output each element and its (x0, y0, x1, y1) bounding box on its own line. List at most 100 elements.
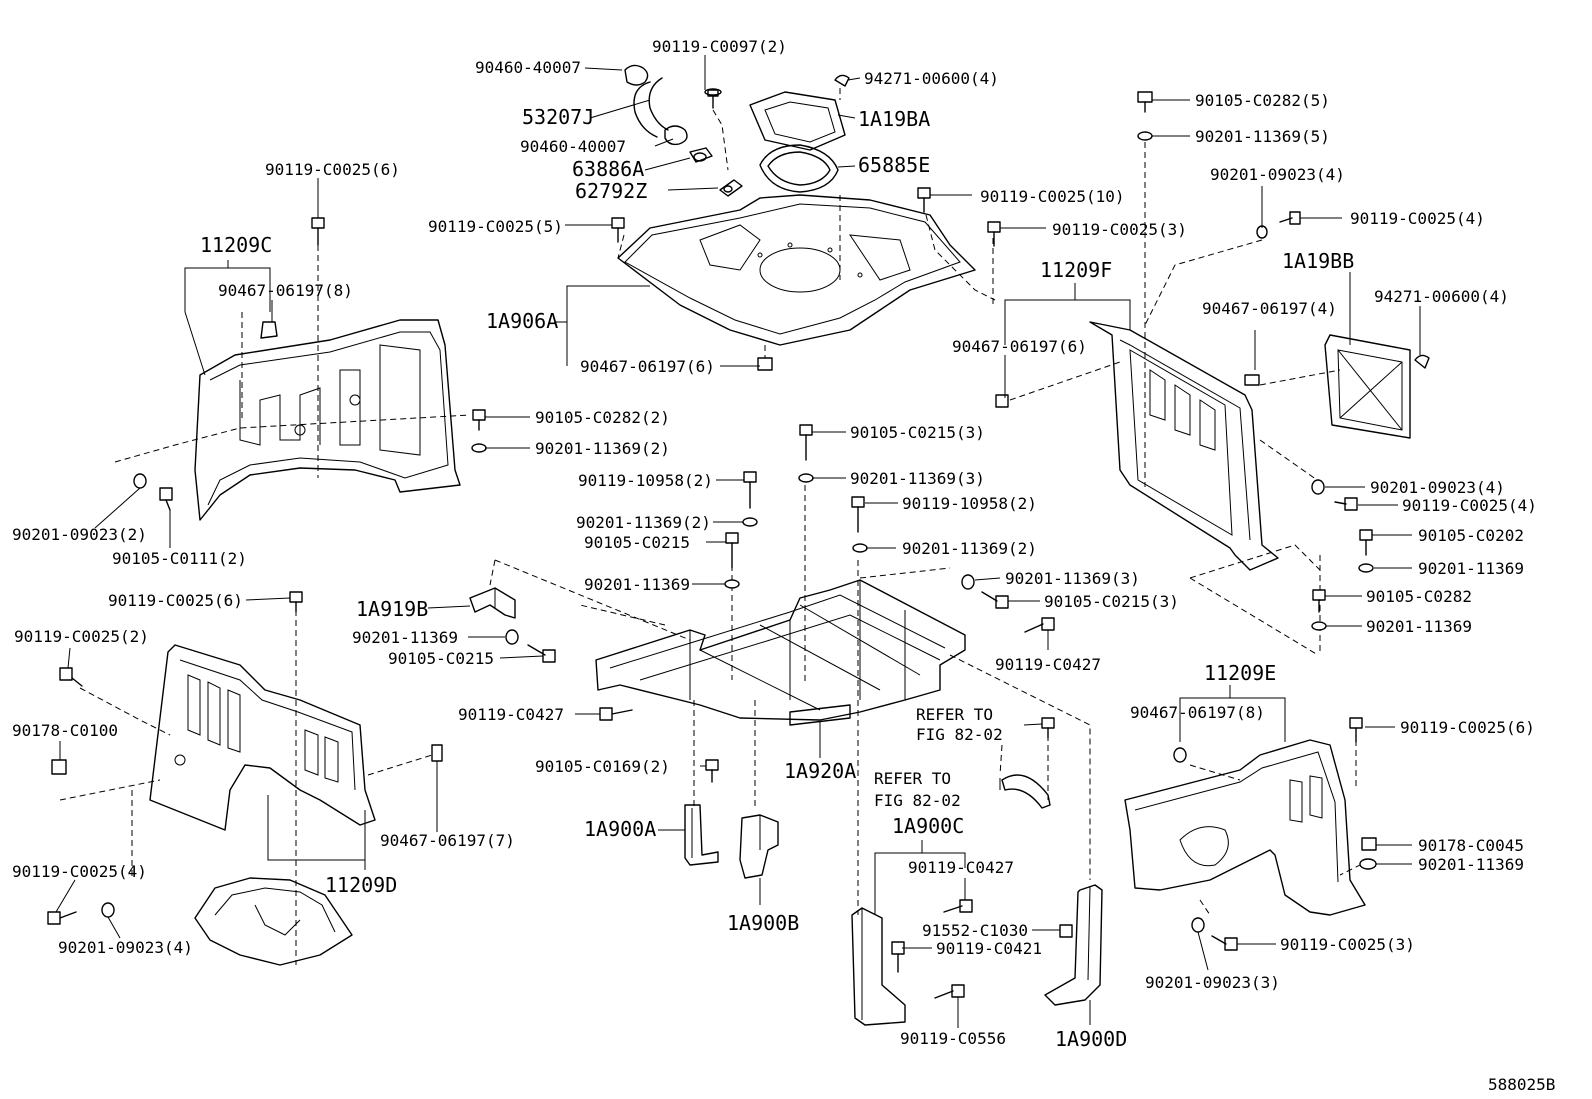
bracket-1a900c-drawing (851, 880, 906, 1026)
label-90105-c0111-2: 90105-C0111(2) (112, 549, 247, 568)
label-90105-c0215-3-right: 90105-C0215(3) (1044, 592, 1179, 611)
label-90119-c0025-6-lower-left: 90119-C0025(6) (108, 591, 243, 610)
label-90119-c0025-3-top: 90119-C0025(3) (1052, 220, 1187, 239)
label-90119-c0025-10: 90119-C0025(10) (980, 187, 1125, 206)
bracket-1a900b-drawing (739, 814, 779, 879)
label-90105-c0282: 90105-C0282 (1366, 587, 1472, 606)
label-91552-c1030: 91552-C1030 (922, 921, 1028, 940)
frame-1a920a-drawing (489, 485, 1091, 880)
label-90105-c0282-5: 90105-C0282(5) (1195, 91, 1330, 110)
label-90201-11369-3-top: 90201-11369(3) (850, 469, 985, 488)
label-90119-c0025-5: 90119-C0025(5) (428, 217, 563, 236)
label-1a919b: 1A919B (356, 597, 428, 621)
label-90201-11369-bracket: 90201-11369 (352, 628, 458, 647)
hose-assembly-drawing (624, 64, 743, 197)
seal-65885e-drawing (759, 144, 839, 193)
label-90119-10958-2-left: 90119-10958(2) (578, 471, 713, 490)
label-90201-11369-lower-right: 90201-11369 (1418, 855, 1524, 874)
part-labels: 90460-40007 90119-C0097(2) 94271-00600(4… (12, 37, 1555, 1094)
diagram-id: 588025B (1488, 1075, 1555, 1094)
leader-lines (55, 55, 1421, 1028)
label-90119-c0025-6-upper-left: 90119-C0025(6) (265, 160, 400, 179)
panel-11209c-drawing (114, 245, 471, 521)
bracket-1a900a-drawing (684, 804, 719, 866)
label-90201-11369-right-b: 90201-11369 (1366, 617, 1472, 636)
bracket-1a900d-drawing (1044, 884, 1103, 1006)
label-90119-c0427-right: 90119-C0427 (995, 655, 1101, 674)
cover-plate-1a19ba-drawing (749, 74, 850, 151)
refer-fig-hardware-drawing (999, 735, 1051, 809)
label-90201-09023-4-lower-left: 90201-09023(4) (58, 938, 193, 957)
label-90105-c0169-2: 90105-C0169(2) (535, 757, 670, 776)
label-1a900c: 1A900C (892, 814, 964, 838)
label-90119-10958-2-right: 90119-10958(2) (902, 494, 1037, 513)
label-90201-09023-4-right: 90201-09023(4) (1370, 478, 1505, 497)
label-90178-c0045: 90178-C0045 (1418, 836, 1524, 855)
label-1a920a: 1A920A (784, 759, 856, 783)
label-90119-c0025-4-top: 90119-C0025(4) (1350, 209, 1485, 228)
label-90467-06197-8-left: 90467-06197(8) (218, 281, 353, 300)
label-90467-06197-6-center: 90467-06197(6) (580, 357, 715, 376)
label-1a906a: 1A906A (486, 309, 558, 333)
label-90467-06197-4: 90467-06197(4) (1202, 299, 1337, 318)
label-90119-c0097: 90119-C0097(2) (652, 37, 787, 56)
label-90119-c0025-3-lower: 90119-C0025(3) (1280, 935, 1415, 954)
label-90105-c0282-2: 90105-C0282(2) (535, 408, 670, 427)
label-90201-09023-4-top: 90201-09023(4) (1210, 165, 1345, 184)
panel-11209f-drawing (1009, 142, 1321, 656)
label-90201-11369-3-right: 90201-11369(3) (1005, 569, 1140, 588)
label-refer-to-b: REFER TO (874, 769, 951, 788)
label-90201-11369-2-right: 90201-11369(2) (902, 539, 1037, 558)
label-90467-06197-6-right: 90467-06197(6) (952, 337, 1087, 356)
label-refer-to-a: REFER TO (916, 705, 993, 724)
label-90119-c0427-center: 90119-C0427 (458, 705, 564, 724)
label-90201-11369-5: 90201-11369(5) (1195, 127, 1330, 146)
fasteners (47, 91, 1377, 999)
label-90119-c0025-4-right: 90119-C0025(4) (1402, 496, 1537, 515)
label-fig-82-02-b: FIG 82-02 (874, 791, 961, 810)
label-90201-11369-2-left: 90201-11369(2) (535, 439, 670, 458)
label-90105-c0215-bracket: 90105-C0215 (388, 649, 494, 668)
label-94271-00600-top: 94271-00600(4) (864, 69, 999, 88)
label-62792z: 62792Z (575, 179, 647, 203)
label-1a19bb: 1A19BB (1282, 249, 1354, 273)
label-53207j: 53207J (522, 105, 594, 129)
label-90119-c0025-2: 90119-C0025(2) (14, 627, 149, 646)
label-90119-c0556: 90119-C0556 (900, 1029, 1006, 1048)
label-11209d: 11209D (325, 873, 397, 897)
label-90105-c0202: 90105-C0202 (1418, 526, 1524, 545)
label-90105-c0215-3-top: 90105-C0215(3) (850, 423, 985, 442)
label-90467-06197-7: 90467-06197(7) (380, 831, 515, 850)
label-90201-11369-center: 90201-11369 (584, 575, 690, 594)
label-90460-40007-mid: 90460-40007 (520, 137, 626, 156)
label-1a19ba: 1A19BA (858, 107, 930, 131)
label-1a900d: 1A900D (1055, 1027, 1127, 1051)
cover-plate-1a19bb-drawing (1244, 334, 1430, 439)
label-90119-c0025-6-right: 90119-C0025(6) (1400, 718, 1535, 737)
label-fig-82-02-a: FIG 82-02 (916, 725, 1003, 744)
label-90119-c0421: 90119-C0421 (936, 939, 1042, 958)
label-11209c: 11209C (200, 233, 272, 257)
label-90201-09023-3: 90201-09023(3) (1145, 973, 1280, 992)
label-90178-c0100: 90178-C0100 (12, 721, 118, 740)
label-90105-c0215-center: 90105-C0215 (584, 533, 690, 552)
label-90119-c0025-4-lower-left: 90119-C0025(4) (12, 862, 147, 881)
label-90201-09023-2: 90201-09023(2) (12, 525, 147, 544)
label-11209f: 11209F (1040, 258, 1112, 282)
label-90201-11369-2-center: 90201-11369(2) (576, 513, 711, 532)
label-94271-00600-right: 94271-00600(4) (1374, 287, 1509, 306)
label-63886a: 63886A (572, 157, 644, 181)
floor-pan-1a906a-drawing (617, 194, 996, 368)
label-1a900b: 1A900B (727, 911, 799, 935)
label-65885e: 65885E (858, 153, 930, 177)
label-11209e: 11209E (1204, 661, 1276, 685)
label-90201-11369-right-a: 90201-11369 (1418, 559, 1524, 578)
bracket-1a919b-drawing (469, 587, 516, 619)
label-90460-40007-top: 90460-40007 (475, 58, 581, 77)
label-90467-06197-8-right: 90467-06197(8) (1130, 703, 1265, 722)
label-90119-c0427-lower: 90119-C0427 (908, 858, 1014, 877)
label-1a900a: 1A900A (584, 817, 656, 841)
panel-11209d-drawing (59, 610, 433, 966)
